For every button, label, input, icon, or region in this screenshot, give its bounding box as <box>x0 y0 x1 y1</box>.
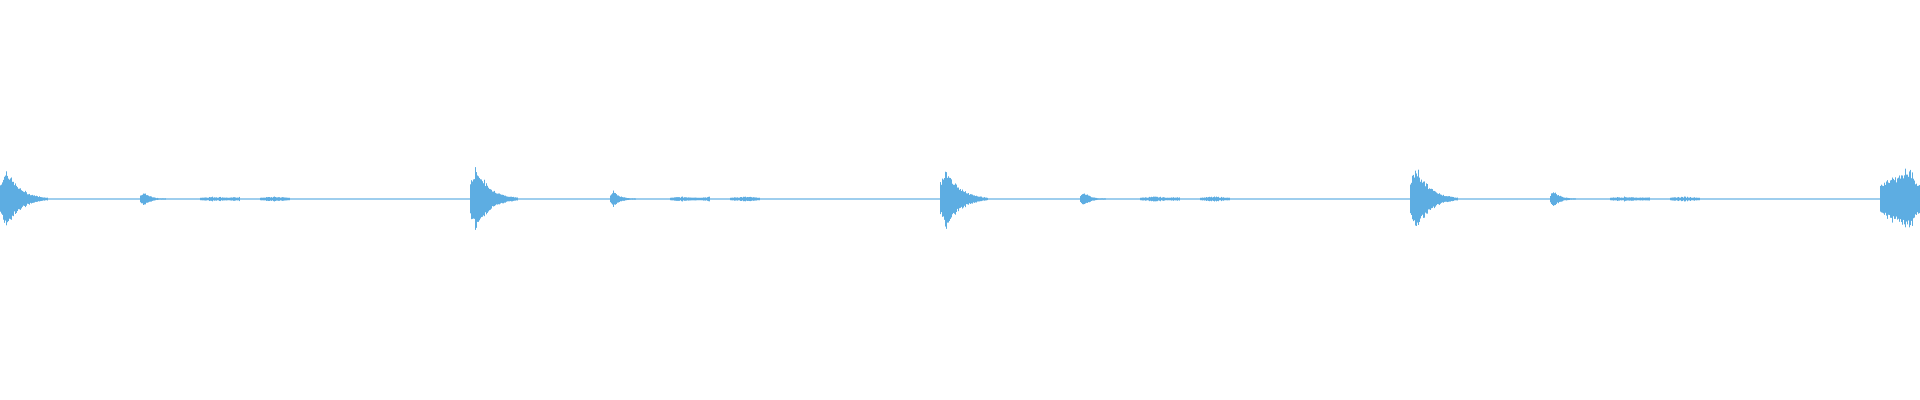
main-hit-3 <box>940 171 988 229</box>
ripple-a-2 <box>670 196 710 202</box>
ripple-b-2 <box>730 196 760 202</box>
secondary-hit-3 <box>1080 193 1106 205</box>
main-hit-4 <box>1410 169 1458 227</box>
main-hit-5 <box>1880 168 1920 228</box>
main-hit-2 <box>470 167 518 230</box>
ripple-b-3 <box>1200 196 1230 202</box>
ripple-b-4 <box>1670 196 1700 202</box>
main-hit-1 <box>0 171 48 226</box>
ripple-a-4 <box>1610 196 1650 202</box>
secondary-hit-1 <box>140 193 166 205</box>
secondary-hit-4 <box>1550 192 1576 206</box>
ripple-a-1 <box>200 196 240 202</box>
ripple-a-3 <box>1140 196 1180 202</box>
secondary-hit-2 <box>610 190 636 207</box>
ripple-b-1 <box>260 196 290 202</box>
